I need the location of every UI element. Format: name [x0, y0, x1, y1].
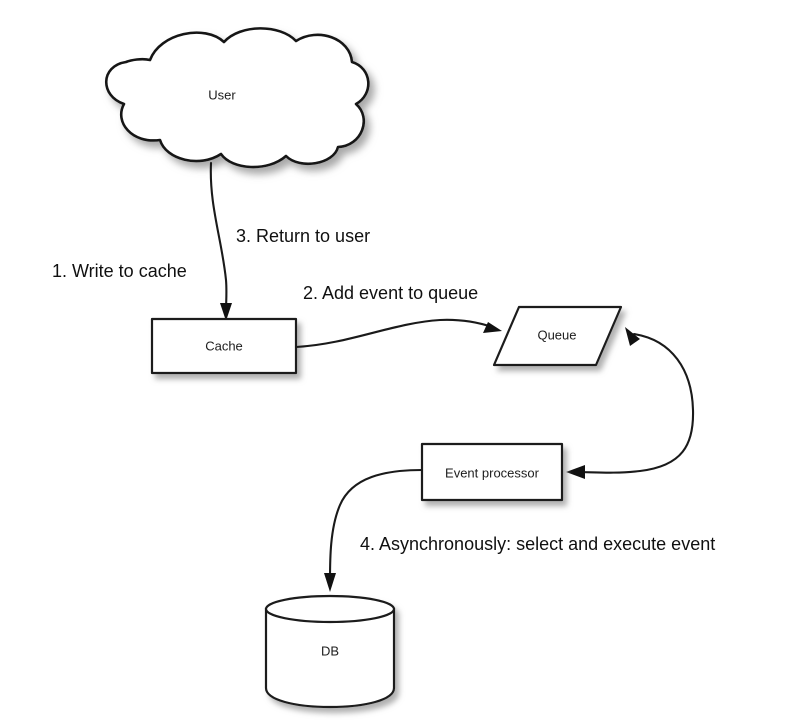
arrowhead-queue-loop-in	[625, 327, 640, 346]
arrowhead-db	[324, 573, 336, 592]
node-user[interactable]: User	[104, 27, 370, 169]
step-label-3: 3. Return to user	[236, 226, 370, 246]
node-db[interactable]: DB	[264, 594, 396, 709]
node-label-event-processor: Event processor	[445, 465, 540, 480]
node-label-cache: Cache	[205, 338, 243, 353]
edge-queue-to-event-processor	[566, 327, 695, 479]
edge-user-to-cache	[209, 161, 232, 321]
arrowhead-cache	[220, 303, 232, 321]
node-event-processor[interactable]: Event processor	[420, 442, 564, 502]
step-label-2: 2. Add event to queue	[303, 283, 478, 303]
node-cache[interactable]: Cache	[150, 317, 298, 375]
node-label-db: DB	[321, 643, 339, 658]
edge-event-processor-to-db	[324, 468, 424, 592]
step-label-4: 4. Asynchronously: select and execute ev…	[360, 534, 715, 554]
step-label-1: 1. Write to cache	[52, 261, 187, 281]
arrowhead-event-processor-in	[566, 465, 585, 479]
node-label-user: User	[208, 87, 236, 102]
arrowhead-queue-in	[483, 322, 502, 333]
node-queue[interactable]: Queue	[492, 305, 623, 367]
edge-cache-to-queue	[294, 318, 502, 349]
node-label-queue: Queue	[537, 327, 576, 342]
